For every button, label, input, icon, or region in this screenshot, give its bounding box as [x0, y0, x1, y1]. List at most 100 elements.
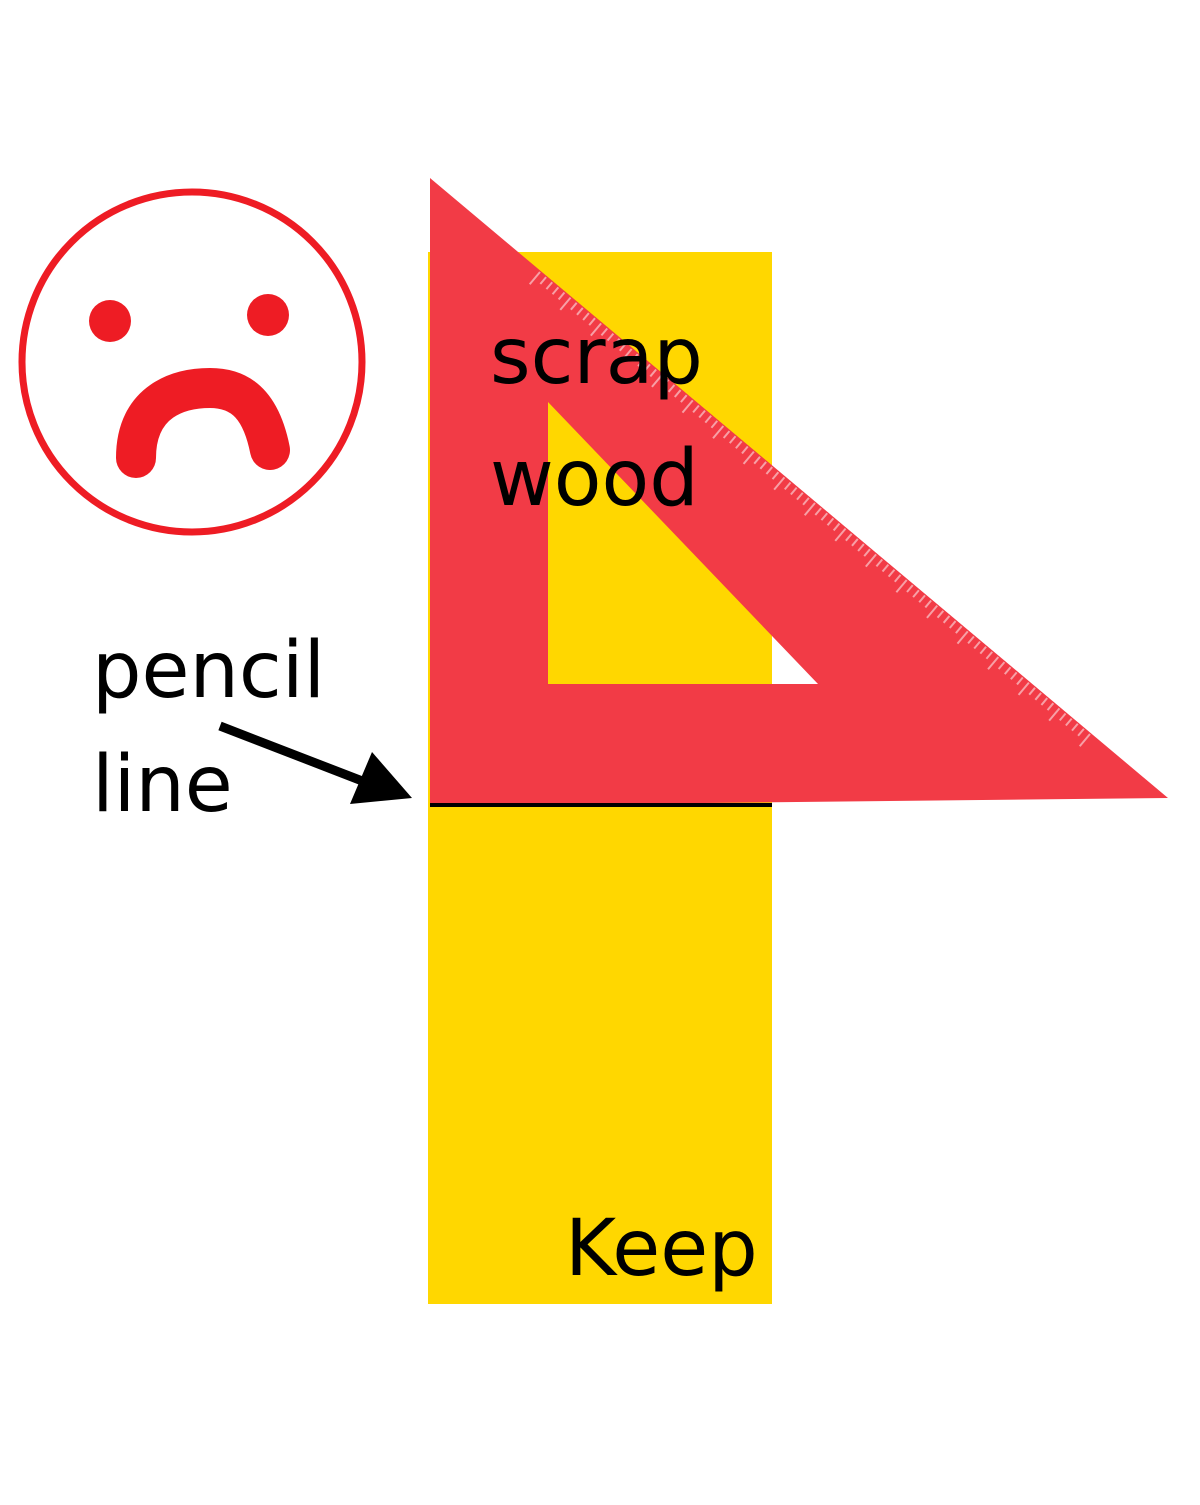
ruler-tick — [1078, 733, 1091, 747]
ruler-tick — [620, 348, 633, 362]
ruler-tick — [1034, 692, 1042, 701]
ruler-tick — [1059, 712, 1067, 722]
ruler-tick — [667, 384, 676, 393]
ruler-tick — [1071, 723, 1079, 732]
ruler-tick — [545, 281, 553, 290]
ruler-tick — [955, 625, 963, 634]
ruler-tick — [926, 605, 938, 619]
ruler-tick — [997, 661, 1006, 670]
ruler-tick — [576, 307, 584, 316]
ruler-tick — [1016, 676, 1024, 686]
ruler-tick — [985, 651, 993, 660]
ruler-tick — [912, 589, 920, 598]
ruler-tick — [631, 353, 639, 362]
ruler-tick — [803, 502, 816, 516]
ruler-tick — [559, 297, 572, 311]
pencil-line-label-line1: pencil — [92, 626, 326, 716]
ruler-tick — [651, 374, 663, 388]
ruler-tick — [784, 481, 792, 491]
sad-face-icon — [18, 188, 366, 536]
ruler-tick — [698, 409, 706, 419]
ruler-tick — [834, 528, 847, 542]
ruler-tick — [692, 404, 700, 414]
pencil-line-label-line2: line — [92, 740, 233, 830]
arrow-icon — [218, 721, 412, 804]
ruler-tick — [704, 415, 712, 424]
ruler-tick — [851, 538, 859, 547]
ruler-tick — [600, 327, 608, 337]
ruler-tick — [712, 425, 725, 439]
ruler-tick — [753, 456, 761, 465]
ruler-tick — [802, 497, 810, 506]
ruler-tick — [894, 574, 902, 583]
ruler-tick — [680, 394, 688, 403]
ruler-tick — [1028, 687, 1036, 696]
ruler-tick — [1040, 697, 1048, 706]
ruler-tick — [1077, 728, 1085, 737]
ruler-tick — [865, 553, 877, 568]
ruler-tick — [1004, 666, 1012, 675]
ruler-tick — [773, 476, 786, 491]
ruler-tick — [643, 363, 651, 372]
ruler-tick — [956, 630, 969, 645]
ruler-tick — [590, 322, 602, 337]
ruler-tick — [735, 440, 743, 449]
ruler-tick — [551, 286, 560, 295]
ruler-tick — [1065, 717, 1073, 727]
ruler-tick — [979, 646, 987, 655]
ruler-tick — [826, 517, 835, 526]
ruler-tick — [1010, 671, 1018, 680]
ruler-tick — [588, 317, 596, 326]
ruler-tick — [759, 461, 767, 470]
ruler-tick — [887, 569, 896, 578]
ruler-tick — [649, 368, 657, 378]
ruler-tick — [539, 276, 547, 285]
ruler-tick — [637, 358, 645, 367]
ruler-tick — [967, 635, 975, 645]
scrap-wood-label-line1: scrap — [490, 312, 703, 402]
ruler-tick — [881, 563, 890, 573]
ruler-tick — [1046, 702, 1055, 711]
ruler-tick — [528, 271, 541, 285]
ruler-tick — [722, 430, 731, 439]
ruler-tick — [987, 656, 1000, 670]
ruler-tick — [820, 512, 828, 521]
ruler-tick — [619, 343, 627, 352]
ruler-tick — [710, 420, 718, 429]
ruler-tick — [661, 379, 670, 388]
ruler-tick — [918, 594, 926, 603]
ruler-tick — [741, 445, 749, 455]
ruler-tick — [742, 451, 755, 465]
ruler-tick — [942, 615, 951, 624]
ruler-tick — [765, 466, 773, 475]
right-eye — [247, 294, 289, 336]
ruler-tick — [863, 548, 871, 557]
ruler-tick — [814, 507, 822, 516]
ruler-tick — [832, 522, 841, 532]
ruler-tick — [924, 599, 932, 609]
ruler-ticks — [528, 271, 1091, 747]
ruler-tick — [674, 389, 682, 398]
ruler-tick — [681, 399, 694, 414]
ruler-tick — [582, 312, 590, 321]
ruler-tick — [845, 533, 853, 542]
ruler-tick — [606, 332, 615, 342]
ruler-tick — [875, 558, 883, 568]
ruler-tick — [796, 492, 804, 501]
ruler-tick — [936, 610, 945, 619]
ruler-tick — [1048, 707, 1061, 722]
ruler-tick — [612, 338, 621, 347]
ruler-tick — [895, 579, 908, 593]
ruler-tick — [906, 584, 914, 593]
ruler-tick — [949, 620, 957, 629]
ruler-tick — [771, 471, 780, 480]
ruler-tick — [557, 291, 566, 301]
ruler-tick — [570, 302, 578, 311]
scrap-wood-label-line2: wood — [490, 434, 699, 524]
ruler-tick — [857, 543, 865, 552]
ruler-tick — [1017, 682, 1030, 696]
frown-mouth — [116, 367, 290, 478]
keep-label: Keep — [565, 1204, 758, 1294]
